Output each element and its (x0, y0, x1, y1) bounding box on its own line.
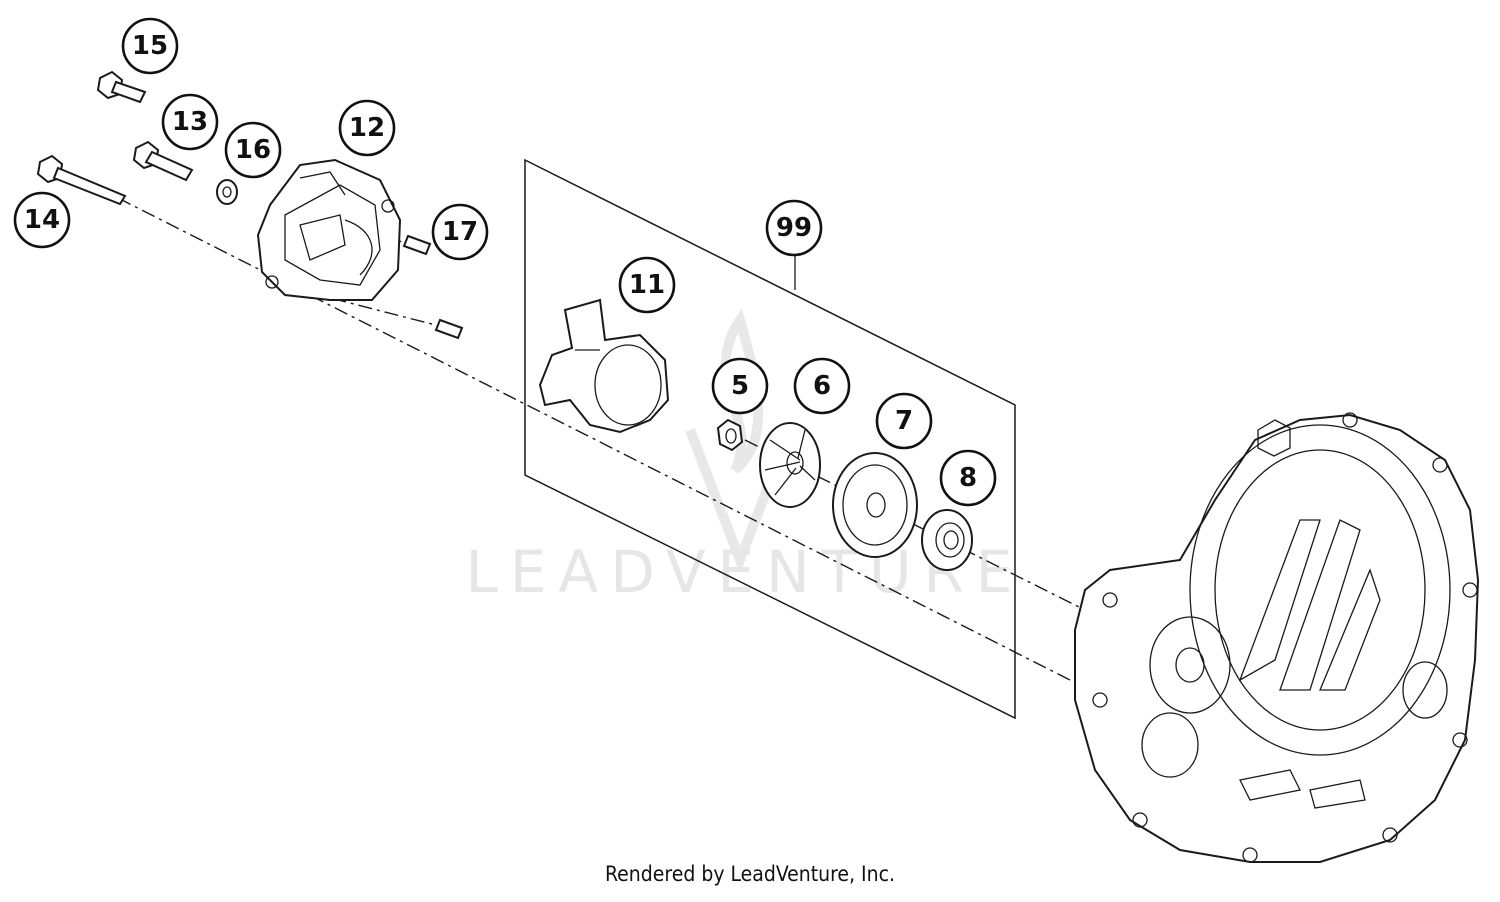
callout-7: 7 (875, 392, 933, 450)
nut-5 (716, 418, 744, 452)
callout-17: 17 (431, 203, 489, 261)
svg-text:12: 12 (349, 113, 385, 143)
gasket-11 (538, 298, 670, 434)
svg-text:5: 5 (731, 371, 749, 401)
dowel-pin-17 (402, 234, 464, 340)
shaft-seal-8 (921, 509, 973, 571)
watermark: LEADVENTURE (466, 308, 1025, 606)
callout-99: 99 (765, 199, 823, 257)
callout-8: 8 (939, 449, 997, 507)
svg-text:6: 6 (813, 371, 831, 401)
svg-text:16: 16 (235, 135, 271, 165)
svg-text:8: 8 (959, 463, 977, 493)
callout-6: 6 (793, 357, 851, 415)
seal-plate-7 (832, 452, 918, 558)
bolt-14 (36, 154, 127, 206)
impeller-6 (759, 422, 821, 508)
svg-text:17: 17 (442, 217, 478, 247)
bolt-13 (132, 140, 194, 182)
svg-text:11: 11 (629, 270, 665, 300)
callout-5: 5 (711, 357, 769, 415)
callout-15: 15 (121, 17, 179, 75)
callout-16: 16 (224, 121, 282, 179)
callout-12: 12 (338, 99, 396, 157)
svg-text:14: 14 (24, 205, 60, 235)
callout-11: 11 (618, 256, 676, 314)
watermark-text: LEADVENTURE (466, 538, 1025, 606)
washer-16 (216, 179, 238, 205)
footer-credit: Rendered by LeadVenture, Inc. (605, 862, 895, 886)
svg-text:99: 99 (776, 213, 812, 243)
svg-text:15: 15 (132, 31, 168, 61)
kit-boundary-box (524, 158, 1016, 720)
clutch-cover (1074, 412, 1480, 863)
pump-cover-12 (256, 158, 402, 301)
callout-14: 14 (13, 191, 71, 249)
callout-13: 13 (161, 93, 219, 151)
svg-text:7: 7 (895, 406, 913, 436)
bolt-15 (96, 70, 147, 104)
svg-text:13: 13 (172, 107, 208, 137)
